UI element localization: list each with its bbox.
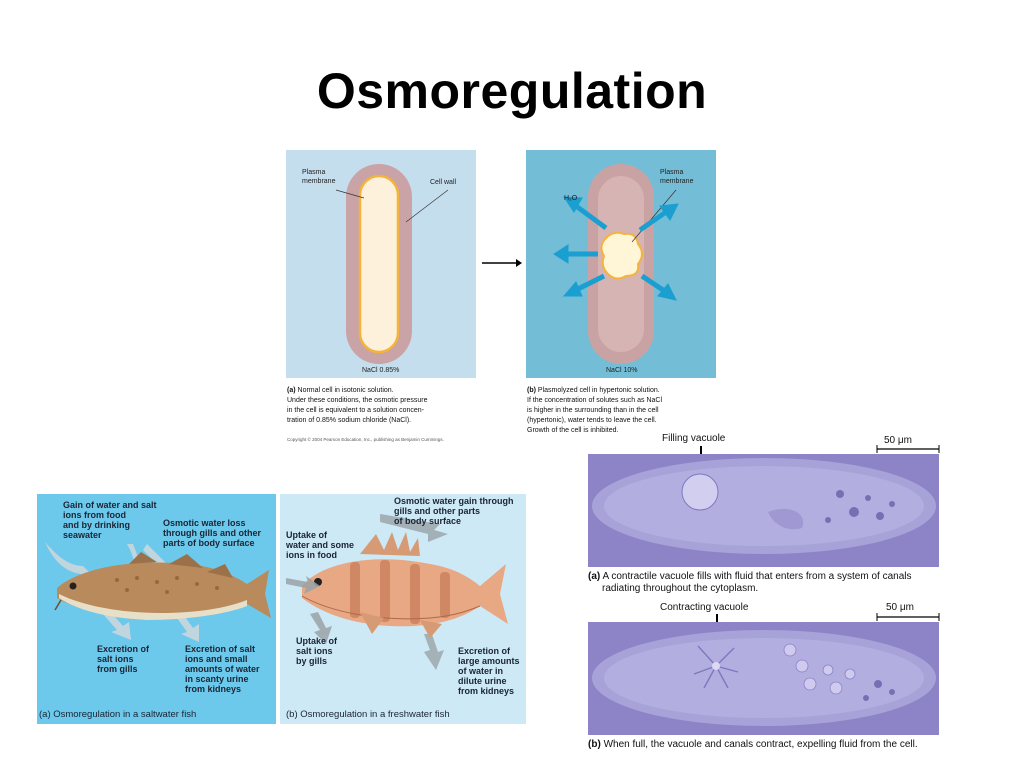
isotonic-caption: (a) Normal cell in isotonic solution. Un…: [287, 387, 428, 424]
page-title: Osmoregulation: [316, 63, 708, 119]
filling-vacuole-caption: (a) A contractile vacuole fills with flu…: [588, 571, 912, 594]
filling-vacuole-micrograph: [588, 454, 939, 567]
plasma-membrane: [358, 174, 400, 354]
contracting-vacuole-micrograph: [588, 622, 939, 735]
saltwater-caption: (a) Osmoregulation in a saltwater fish: [39, 709, 197, 720]
nacl-label: NaCl 10%: [606, 367, 638, 374]
contracting-vacuole-caption: (b) When full, the vacuole and canals co…: [588, 739, 918, 750]
copyright: Copyright © 2004 Pearson Education, Inc.…: [287, 437, 444, 442]
hypertonic-caption: (b) Plasmolyzed cell in hypertonic solut…: [527, 387, 663, 434]
plasmolyzed-cell-illustration: [553, 164, 679, 364]
scale-bar-label: 50 μm: [884, 435, 912, 446]
nacl-label: NaCl 0.85%: [362, 367, 400, 374]
freshwater-fish-illustration: [286, 514, 508, 670]
freshwater-caption: (b) Osmoregulation in a freshwater fish: [286, 709, 450, 720]
saltwater-fish-illustration: [45, 542, 271, 642]
cell-wall-label: Cell wall: [430, 179, 457, 186]
scale-bar: [876, 613, 940, 621]
scale-bar-label: 50 μm: [886, 602, 914, 613]
contracting-vacuole-label: Contracting vacuole: [660, 602, 749, 613]
arrow-right-icon: [482, 259, 522, 267]
scale-bar: [876, 445, 940, 453]
isotonic-cell-illustration: [335, 164, 449, 364]
filling-vacuole-label: Filling vacuole: [662, 433, 726, 444]
h2o-label: H₂O: [564, 195, 578, 202]
